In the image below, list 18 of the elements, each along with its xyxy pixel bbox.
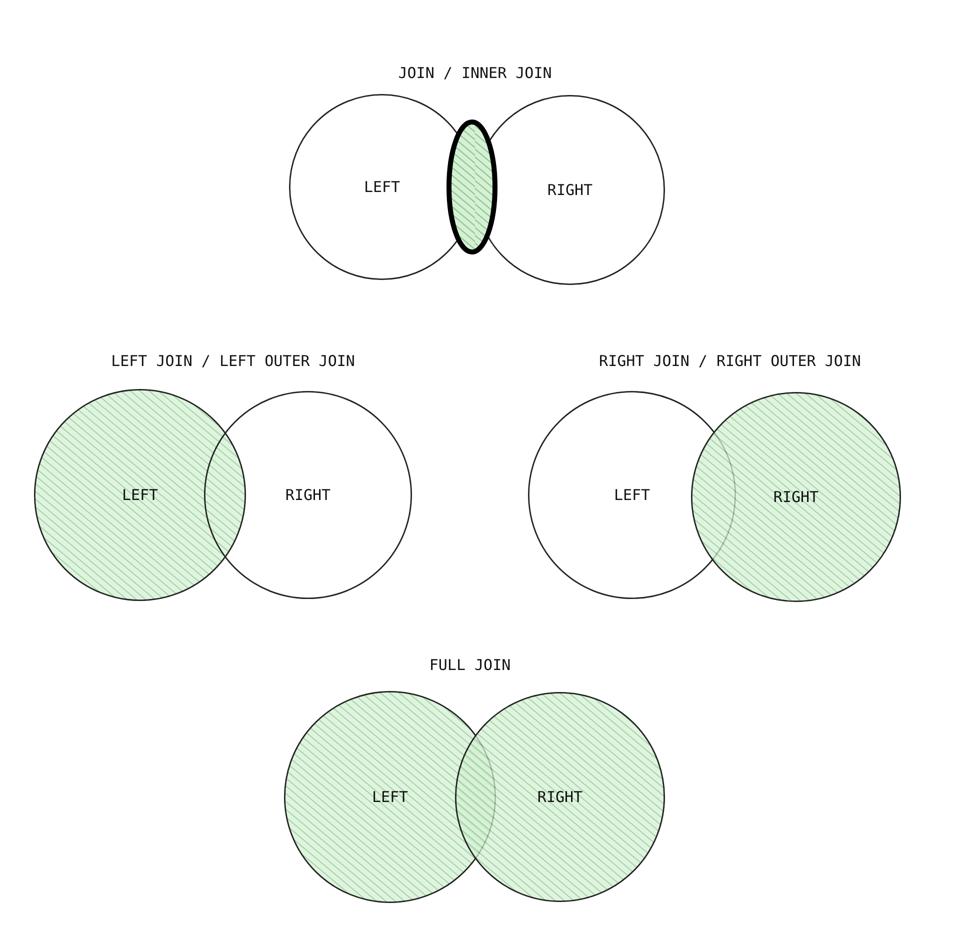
set-label: RIGHT <box>537 788 583 806</box>
section-title: FULL JOIN <box>429 656 511 674</box>
set-label: LEFT <box>364 178 400 196</box>
set-circle <box>289 94 475 280</box>
set-label: LEFT <box>372 788 408 806</box>
set-circle <box>475 95 665 285</box>
set-label: LEFT <box>614 486 650 504</box>
shaded-set-circle <box>455 692 665 902</box>
section-title: LEFT JOIN / LEFT OUTER JOIN <box>111 352 355 370</box>
set-label: RIGHT <box>547 181 593 199</box>
shaded-set-circle <box>34 389 246 601</box>
set-label: RIGHT <box>285 486 331 504</box>
section-title: JOIN / INNER JOIN <box>398 64 552 82</box>
set-label: RIGHT <box>773 488 819 506</box>
set-label: LEFT <box>122 486 158 504</box>
section-title: RIGHT JOIN / RIGHT OUTER JOIN <box>599 352 861 370</box>
shaded-set-circle <box>691 392 901 602</box>
set-circle <box>204 391 412 599</box>
